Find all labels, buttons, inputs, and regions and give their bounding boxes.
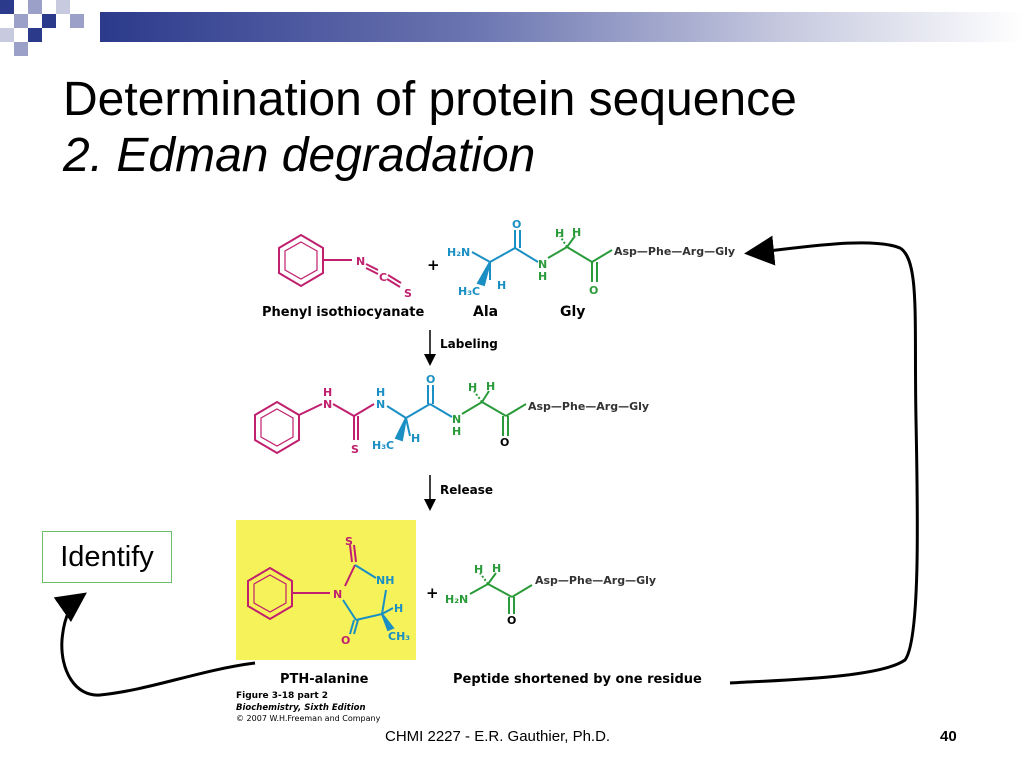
- atom-c: C: [379, 271, 387, 284]
- atom-h: H: [538, 270, 547, 283]
- title-main: Determination of protein sequence: [63, 73, 797, 126]
- identify-arrow: [53, 592, 256, 697]
- atom-o: O: [589, 284, 598, 297]
- pth-alanine-structure: [247, 544, 395, 635]
- atom-o: O: [500, 436, 509, 449]
- chain-tail-label: Asp—Phe—Arg—Gly: [535, 574, 656, 587]
- product-label: PTH-alanine: [280, 672, 369, 687]
- atom-o: O: [507, 614, 516, 627]
- atom-h: H: [452, 425, 461, 438]
- atom-h: H: [474, 563, 483, 576]
- atom-s: S: [345, 535, 353, 548]
- atom-h2n: H₂N: [447, 246, 470, 259]
- atom-n: N: [323, 398, 332, 411]
- identify-box: Identify: [42, 531, 172, 583]
- glycine-residue-structure: [547, 235, 613, 282]
- gly-label: Gly: [560, 304, 585, 320]
- atom-h2n: H₂N: [445, 593, 468, 606]
- atom-s: S: [351, 443, 359, 456]
- atom-h: H: [572, 226, 581, 239]
- atom-h3c: H₃C: [372, 439, 394, 452]
- atom-n: N: [452, 413, 461, 426]
- atom-n: N: [538, 258, 547, 271]
- chain-tail-label: Asp—Phe—Arg—Gly: [614, 245, 735, 258]
- caption-book: Biochemistry, Sixth Edition: [236, 703, 366, 713]
- atom-s: S: [404, 287, 412, 300]
- atom-nh: NH: [376, 574, 394, 587]
- plus-sign: +: [426, 584, 439, 602]
- atom-h: H: [497, 279, 506, 292]
- atom-n: N: [356, 255, 365, 268]
- ptc-peptide-structure: [254, 385, 527, 455]
- page-number: 40: [940, 728, 957, 745]
- caption-copyright: © 2007 W.H.Freeman and Company: [236, 714, 381, 723]
- labeling-label: Labeling: [440, 337, 498, 351]
- alanine-residue-structure: [471, 230, 539, 287]
- shortened-peptide-structure: [469, 572, 533, 614]
- atom-h: H: [492, 562, 501, 575]
- footer-credit: CHMI 2227 - E.R. Gauthier, Ph.D.: [385, 728, 611, 745]
- caption-figure: Figure 3-18 part 2: [236, 691, 328, 701]
- atom-h: H: [323, 386, 332, 399]
- reagent-label: Phenyl isothiocyanate: [262, 305, 424, 320]
- atom-n: N: [333, 588, 342, 601]
- atom-h: H: [468, 381, 477, 394]
- atom-o: O: [341, 634, 350, 647]
- repeat-cycle-arrow: [729, 235, 919, 685]
- title-subtitle: 2. Edman degradation: [63, 129, 536, 182]
- atom-o: O: [512, 218, 521, 231]
- release-label: Release: [440, 483, 493, 497]
- atom-o: O: [426, 373, 435, 386]
- peptide-label: Peptide shortened by one residue: [453, 672, 702, 687]
- atom-h3c: H₃C: [458, 285, 480, 298]
- header-gradient-bar: [100, 12, 1024, 42]
- ala-label: Ala: [473, 304, 498, 320]
- atom-h: H: [555, 227, 564, 240]
- atom-h: H: [486, 380, 495, 393]
- atom-ch3: CH₃: [388, 630, 410, 643]
- slide-title: Determination of protein sequence 2. Edm…: [63, 72, 797, 184]
- plus-sign: +: [427, 256, 440, 274]
- chain-tail-label: Asp—Phe—Arg—Gly: [528, 400, 649, 413]
- atom-n: N: [376, 398, 385, 411]
- phenyl-isothiocyanate-structure: [278, 233, 402, 288]
- atom-h: H: [394, 602, 403, 615]
- atom-h: H: [376, 386, 385, 399]
- atom-h: H: [411, 432, 420, 445]
